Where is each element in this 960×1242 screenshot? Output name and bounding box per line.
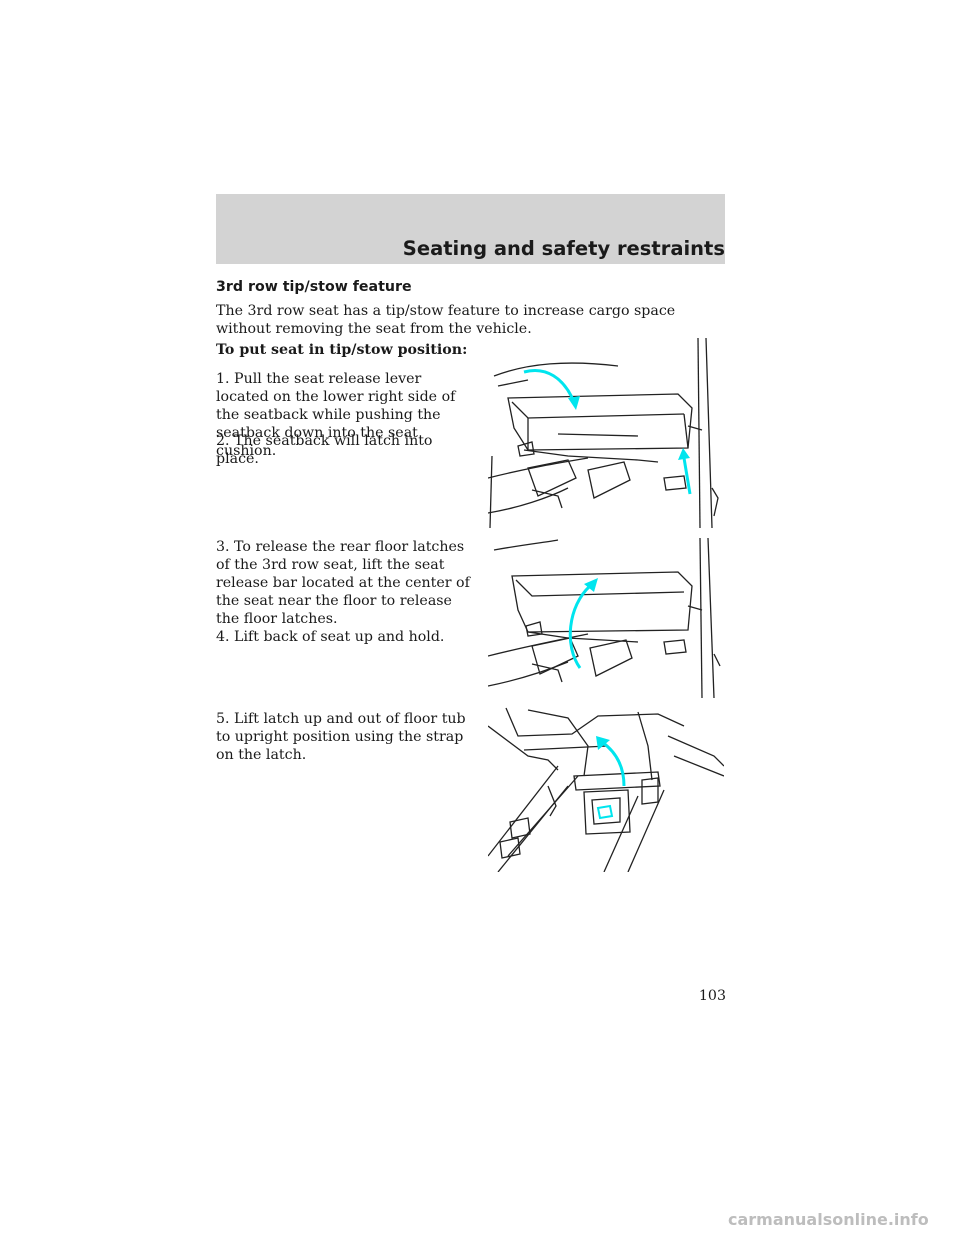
- step-3: 3. To release the rear floor latches of …: [216, 539, 470, 627]
- floor-latch-lift-illustration: [488, 706, 724, 872]
- step-1: 1. Pull the seat release lever located o…: [216, 371, 456, 459]
- step-5: 5. Lift latch up and out of floor tub to…: [216, 711, 466, 763]
- seatback-fold-down-illustration: [488, 338, 724, 528]
- intro-paragraph: The 3rd row seat has a tip/stow feature …: [216, 303, 676, 337]
- section-title: Seating and safety restraints: [402, 237, 725, 260]
- header-band: Seating and safety restraints: [216, 194, 725, 264]
- step-4: 4. Lift back of seat up and hold.: [216, 629, 445, 645]
- seat-tip-up-illustration: [488, 536, 724, 698]
- step-2: 2. The seatback will latch into place.: [216, 433, 433, 467]
- subheading: 3rd row tip/stow feature: [216, 279, 412, 295]
- procedure-heading: To put seat in tip/stow position:: [216, 342, 468, 358]
- watermark: carmanualsonline.info: [728, 1210, 929, 1229]
- page-number: 103: [698, 988, 726, 1004]
